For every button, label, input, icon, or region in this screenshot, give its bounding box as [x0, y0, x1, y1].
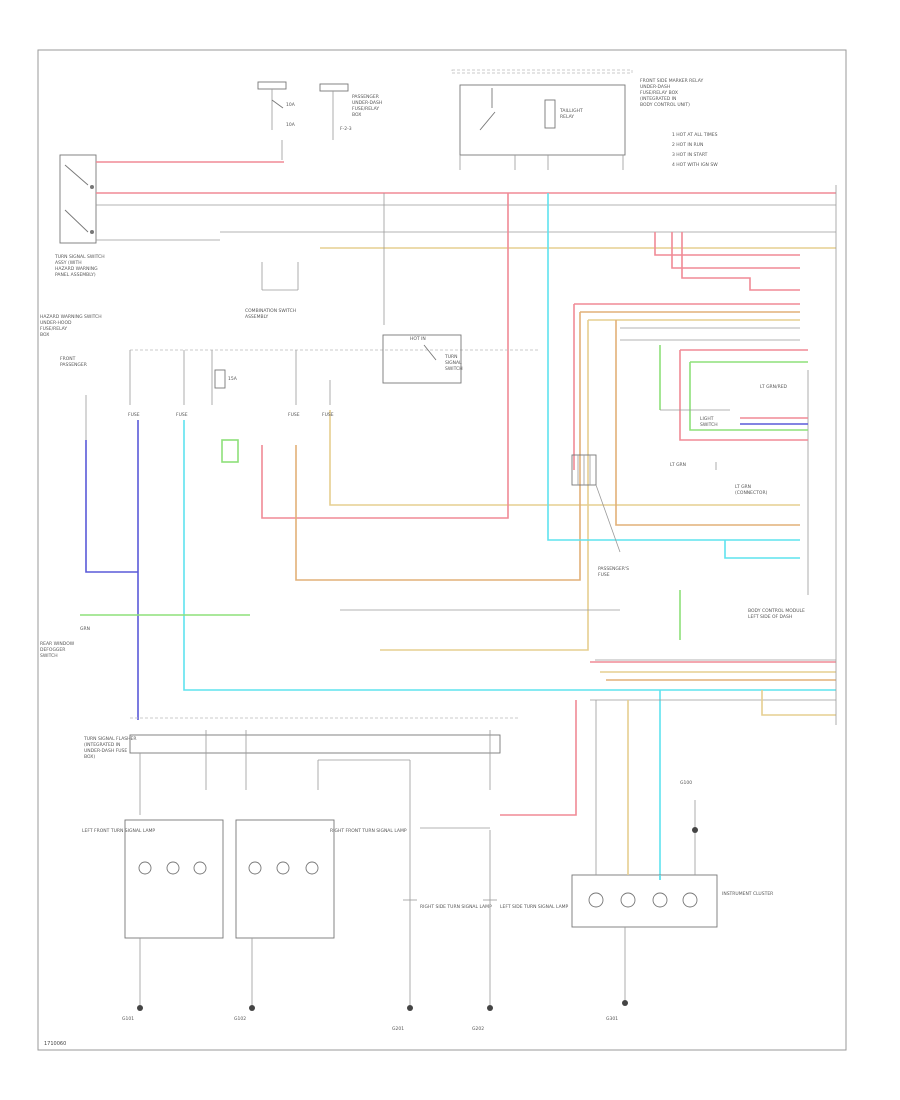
center-relay: HOT IN TURN SIGNAL SWITCH — [382, 334, 463, 384]
right-mid-module: LIGHT SWITCH LT GRN/RED LT GRN LT GRN (C… — [659, 345, 809, 640]
footer-code: 1710060 — [44, 1041, 66, 1047]
top-center-relay: TAILLIGHT RELAY FRONT SIDE MARKER RELAY … — [451, 69, 703, 170]
svg-text:FUSE/RELAY BOX: FUSE/RELAY BOX — [640, 90, 678, 96]
svg-text:(CONNECTOR): (CONNECTOR) — [735, 490, 768, 496]
svg-text:SWITCH: SWITCH — [445, 366, 463, 372]
svg-text:GRN: GRN — [80, 626, 90, 632]
svg-text:10A: 10A — [286, 122, 296, 128]
svg-text:SIGNAL: SIGNAL — [445, 360, 462, 366]
svg-text:UNDER-DASH: UNDER-DASH — [640, 84, 670, 90]
svg-text:FUSE: FUSE — [128, 412, 140, 418]
svg-text:G101: G101 — [122, 1016, 134, 1022]
svg-text:FUSE: FUSE — [598, 572, 610, 578]
multi-connector: PASSENGER'S FUSE — [571, 454, 629, 578]
wire-red-loop — [261, 193, 509, 519]
svg-text:FRONT: FRONT — [60, 356, 76, 362]
legend: 1 HOT AT ALL TIMES 2 HOT IN RUN 3 HOT IN… — [672, 132, 718, 168]
top-fuse-group: 10A 10A PASSENGER UNDER-DASH FUSE/RELAY … — [257, 81, 382, 160]
svg-text:LEFT SIDE OF DASH: LEFT SIDE OF DASH — [748, 614, 792, 620]
svg-text:DEFOGGER: DEFOGGER — [40, 647, 65, 653]
svg-text:COMBINATION SWITCH: COMBINATION SWITCH — [245, 308, 296, 314]
bottom-left-block: TURN SIGNAL FLASHER (INTEGRATED IN UNDER… — [83, 717, 520, 815]
svg-text:SWITCH: SWITCH — [700, 422, 718, 428]
svg-text:G100: G100 — [680, 780, 692, 786]
svg-text:PASSENGER: PASSENGER — [352, 94, 379, 100]
svg-text:1 HOT AT ALL TIMES: 1 HOT AT ALL TIMES — [672, 132, 718, 138]
bottom-left-block-label: TURN SIGNAL FLASHER — [83, 736, 137, 742]
svg-text:UNDER-DASH FUSE: UNDER-DASH FUSE — [84, 748, 127, 754]
svg-text:BOX: BOX — [40, 332, 49, 338]
svg-text:RIGHT FRONT TURN SIGNAL LAMP: RIGHT FRONT TURN SIGNAL LAMP — [330, 828, 407, 834]
svg-text:TAILLIGHT: TAILLIGHT — [559, 108, 583, 114]
svg-text:INSTRUMENT CLUSTER: INSTRUMENT CLUSTER — [722, 891, 773, 897]
svg-text:HAZARD WARNING: HAZARD WARNING — [55, 266, 98, 272]
svg-text:FUSE: FUSE — [322, 412, 334, 418]
svg-text:(INTEGRATED IN: (INTEGRATED IN — [640, 96, 676, 102]
lamp-right-front: RIGHT FRONT TURN SIGNAL LAMP G102 — [234, 819, 407, 1022]
svg-text:3 HOT IN START: 3 HOT IN START — [672, 152, 708, 158]
svg-text:LT GRN/RED: LT GRN/RED — [760, 384, 788, 390]
lamp-left-front: LEFT FRONT TURN SIGNAL LAMP G101 — [82, 819, 224, 1022]
svg-text:(INTEGRATED IN: (INTEGRATED IN — [84, 742, 120, 748]
svg-text:LT GRN: LT GRN — [735, 484, 751, 490]
left-top-switch-label: TURN SIGNAL SWITCH — [54, 254, 105, 260]
svg-text:10A: 10A — [286, 102, 296, 108]
svg-text:HOT IN: HOT IN — [410, 336, 426, 342]
svg-text:TURN: TURN — [444, 354, 458, 360]
svg-text:BOX): BOX) — [84, 754, 95, 760]
instrument-cluster: INSTRUMENT CLUSTER G100 G301 — [571, 700, 773, 1022]
svg-text:RELAY: RELAY — [560, 114, 574, 120]
center-small-switch: COMBINATION SWITCH ASSEMBLY — [245, 262, 299, 320]
svg-text:ASSEMBLY: ASSEMBLY — [245, 314, 269, 320]
svg-text:LEFT FRONT TURN SIGNAL LAMP: LEFT FRONT TURN SIGNAL LAMP — [82, 828, 155, 834]
svg-text:PANEL ASSEMBLY): PANEL ASSEMBLY) — [55, 272, 96, 278]
top-left-switch: TURN SIGNAL SWITCH ASSY (WITH HAZARD WAR… — [54, 154, 105, 278]
wire-tan-long — [329, 410, 800, 506]
svg-text:BOX: BOX — [352, 112, 361, 118]
svg-text:F-2-3: F-2-3 — [340, 126, 352, 132]
svg-text:G102: G102 — [234, 1016, 246, 1022]
svg-text:LEFT SIDE TURN SIGNAL LAMP: LEFT SIDE TURN SIGNAL LAMP — [500, 904, 569, 910]
right-mid-module-label: BODY CONTROL MODULE — [748, 608, 805, 614]
svg-text:BODY CONTROL UNIT): BODY CONTROL UNIT) — [640, 102, 690, 108]
left-mid-module: HAZARD WARNING SWITCH UNDER-HOOD FUSE/RE… — [40, 314, 540, 463]
svg-text:FUSE/RELAY: FUSE/RELAY — [40, 326, 67, 332]
wire-orange-loop — [295, 312, 581, 581]
svg-text:G202: G202 — [472, 1026, 484, 1032]
svg-text:2 HOT IN RUN: 2 HOT IN RUN — [672, 142, 703, 148]
svg-text:FUSE: FUSE — [288, 412, 300, 418]
top-center-relay-label: FRONT SIDE MARKER RELAY — [640, 78, 703, 84]
lamp-right-side: RIGHT SIDE TURN SIGNAL LAMP G201 — [392, 790, 492, 1032]
svg-text:HAZARD WARNING SWITCH: HAZARD WARNING SWITCH — [40, 314, 102, 320]
svg-text:LIGHT: LIGHT — [700, 416, 714, 422]
svg-text:LT GRN: LT GRN — [670, 462, 686, 468]
svg-text:REAR WINDOW: REAR WINDOW — [40, 641, 75, 647]
svg-text:FUSE: FUSE — [176, 412, 188, 418]
wire-red-right-group — [654, 232, 800, 256]
svg-text:SWITCH: SWITCH — [40, 653, 58, 659]
lamp-left-side: LEFT SIDE TURN SIGNAL LAMP G202 — [472, 830, 569, 1032]
svg-text:15A: 15A — [228, 376, 238, 382]
svg-text:G201: G201 — [392, 1026, 404, 1032]
svg-text:UNDER-HOOD: UNDER-HOOD — [40, 320, 72, 326]
svg-text:RIGHT SIDE TURN SIGNAL LAMP: RIGHT SIDE TURN SIGNAL LAMP — [420, 904, 492, 910]
wire-cyan-main — [547, 193, 800, 541]
svg-text:FUSE/RELAY: FUSE/RELAY — [352, 106, 379, 112]
diagram-frame — [37, 49, 847, 1051]
svg-text:PASSENGER'S: PASSENGER'S — [598, 566, 629, 572]
svg-text:4 HOT WITH IGN SW: 4 HOT WITH IGN SW — [672, 162, 718, 168]
svg-text:PASSENGER: PASSENGER — [60, 362, 87, 368]
svg-text:UNDER-DASH: UNDER-DASH — [352, 100, 382, 106]
svg-text:G301: G301 — [606, 1016, 618, 1022]
svg-text:ASSY (WITH: ASSY (WITH — [55, 260, 82, 266]
